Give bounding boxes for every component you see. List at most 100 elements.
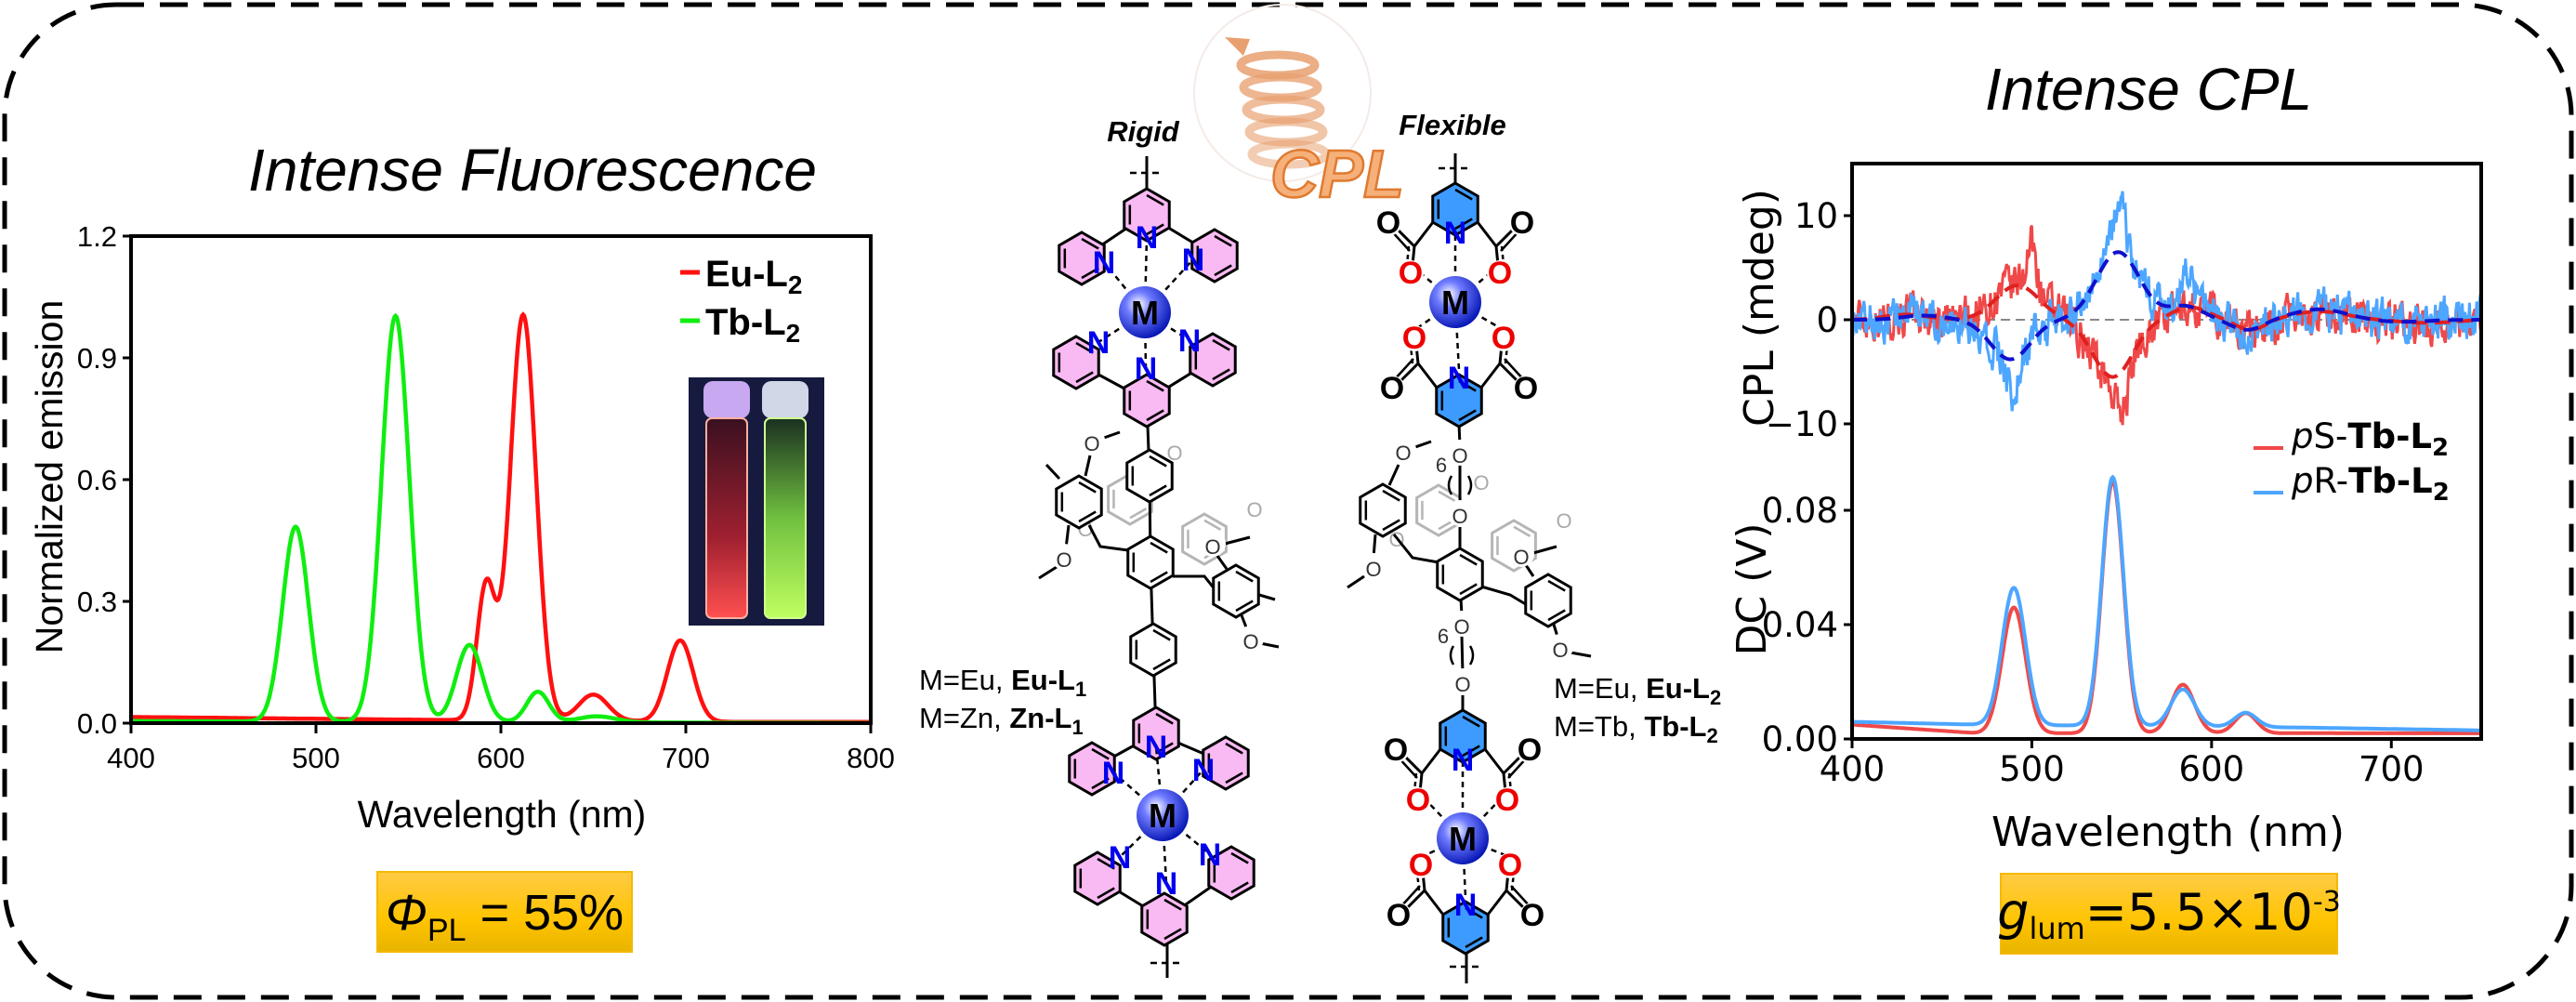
bond [1416,363,1439,389]
cpl-series-ps-tb-l2 [1852,225,2481,426]
carbonyl-oxygen: O [1514,371,1538,406]
chain-length-label: 6 [1436,454,1447,477]
x-tick-label: 400 [1820,749,1886,789]
double-bond [1091,777,1110,790]
double-bond [1230,881,1249,894]
double-bond [1091,747,1110,760]
glum-value: glum=5.5×10-3 [1997,883,2341,946]
bond [1258,593,1276,601]
molecular-structures: OOOOOOOOMNNNNNNMNNNNNNOOOOMMNOOOONOOOONO… [1038,153,1592,983]
double-bond [1152,658,1171,671]
double-bond [1235,570,1254,583]
flexible-label: Flexible [1399,109,1505,141]
double-bond [1225,771,1243,784]
atom-backing [1051,544,1077,570]
carbonyl-oxygen: O [1510,205,1534,241]
ether-oxygen: O [1552,639,1568,662]
calixarene-back-ring [1491,519,1537,573]
atom-backing [1379,376,1405,402]
metal-label: M [1131,294,1159,332]
cpl-series-pr-tb-l2 [1852,191,2481,412]
dc-y-label: DC (V) [1728,522,1776,655]
chain-bracket [1449,645,1475,666]
partial-bond [1504,344,1509,364]
nitrogen-label: N [1155,866,1178,902]
atom-backing [1398,260,1424,286]
ether-oxygen: O [1453,615,1469,639]
double-bond [1459,583,1478,596]
y-tick-label: 0.04 [1762,605,1838,645]
glum-box: glum=5.5×10-3 [1997,873,2341,955]
double-bond [1150,571,1168,584]
bond [1259,641,1280,649]
nitrogen-label: N [1135,351,1158,387]
double-bond [1081,237,1099,250]
ether-oxygen: O [1454,673,1470,696]
atom-backing [1494,787,1520,813]
quantum-yield-box: ΦPL = 55% [376,871,633,953]
nitrogen-label: N [1145,730,1168,765]
atom-backing [1238,626,1264,652]
metal-sphere [1437,812,1489,864]
double-bond [1547,579,1566,592]
bond [1570,651,1592,658]
helix-turn [1242,95,1325,125]
bond [1224,535,1251,546]
legend-label-tb: Tb-L2 [705,302,800,348]
nitrogen-label: N [1109,840,1132,876]
helix-arrow-icon [1225,37,1250,56]
x-tick-label: 600 [477,742,525,774]
vials-photo-inset [689,377,824,626]
double-bond [1075,371,1094,384]
double-bond [1454,218,1473,231]
bond [1460,635,1465,676]
double-bond [1152,628,1171,641]
double-bond [1465,936,1483,949]
ether-oxygen: O [1395,442,1411,465]
y-tick-label: 0.3 [77,586,117,618]
x-tick-label: 500 [292,742,340,774]
x-tick-label: 700 [662,742,710,774]
partial-bond [1415,871,1421,891]
double-bond [1214,264,1232,277]
double-bond [1458,379,1477,392]
double-bond [1212,338,1230,351]
metal-label: M [1449,820,1477,858]
methylene-bridge [1480,585,1530,608]
y-tick-label: 10 [1794,196,1838,236]
emission-legend: Eu-L2 Tb-L2 [680,254,802,348]
dc-series-pr [1852,474,2481,732]
carbonyl-oxygen: O [1387,898,1411,933]
atom-backing [1508,541,1534,567]
double-bond [1146,379,1164,392]
atom-backing [1547,634,1573,660]
bond [1420,748,1442,774]
double-bond [1513,525,1531,537]
methoxy-oxygen: O [1056,548,1071,572]
bond [1387,464,1400,486]
cpl-curves [1852,191,2481,735]
atom-backing [1517,737,1543,763]
flexible-compound-eu: M=Eu, Eu-L2 [1554,672,1721,709]
nitrogen-label: N [1178,323,1202,359]
nitrogen-label: N [1199,837,1222,873]
partial-bond [1510,871,1516,891]
rigid-compound-zn: M=Zn, Zn-L1 [919,702,1084,739]
bond [1038,565,1058,580]
fluorescence-title: Intense Fluorescence [248,137,817,204]
methoxy-oxygen-back: O [1166,442,1182,465]
coordinating-oxygen: O [1409,848,1433,883]
nitrogen-label: N [1136,220,1159,256]
atom-backing [1519,903,1545,929]
ether-oxygen: O [1365,558,1381,581]
bond [1347,574,1365,589]
nitrogen-label: N [1448,361,1471,396]
chain-bracket [1447,475,1473,495]
double-bond [1462,745,1480,758]
double-bond [1081,267,1099,280]
carbonyl-oxygen: O [1520,898,1544,933]
